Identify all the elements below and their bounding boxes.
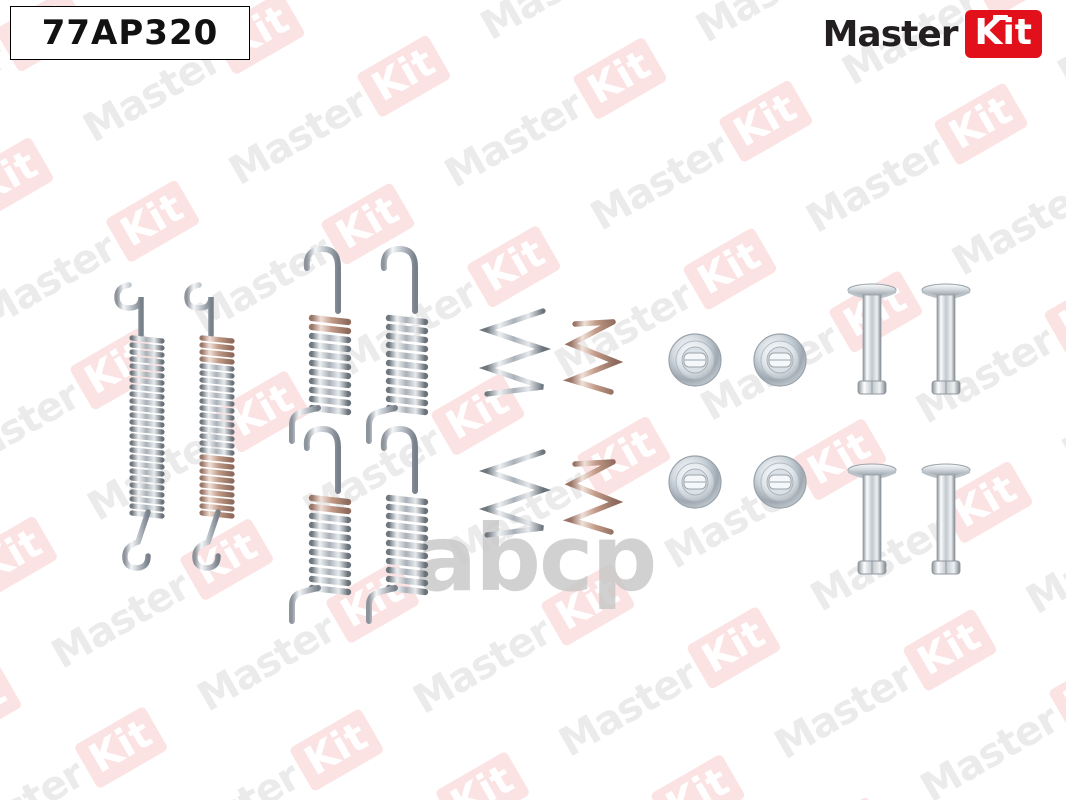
part-number-box: 77AP320 [10,6,250,60]
compression-spring-short [562,319,624,395]
part-number: 77AP320 [41,13,219,53]
short-coil-spring [366,245,429,444]
hold-down-pin [921,283,971,395]
hold-down-pin [847,283,897,395]
retainer-cup [753,455,807,509]
hold-down-pin [921,463,971,575]
long-tension-spring [184,282,235,571]
retainer-cup [668,455,722,509]
short-coil-spring [289,245,352,444]
compression-spring-tall [478,449,552,538]
logo-kit-badge: Kit [964,10,1042,58]
short-coil-spring [366,425,429,624]
hold-down-pin [847,463,897,575]
retainer-cup [668,333,722,387]
short-coil-spring [289,425,352,624]
logo-macron-bar [992,15,1008,20]
logo-master-text: Master [822,13,959,55]
long-tension-spring [114,282,165,571]
masterkit-logo: Master Kit [823,10,1042,58]
compression-spring-tall [478,308,552,397]
retainer-cup [753,333,807,387]
compression-spring-short [562,459,624,535]
